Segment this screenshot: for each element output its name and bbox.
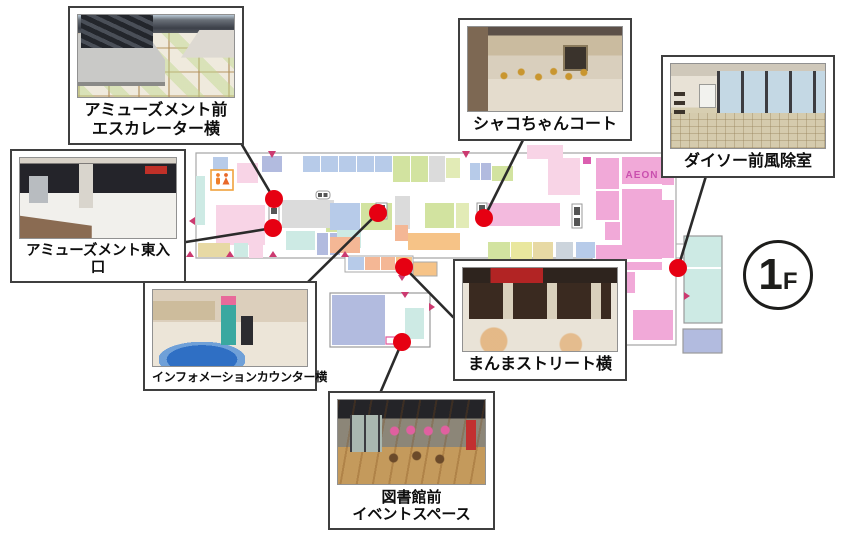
food-counter bbox=[469, 282, 611, 320]
wall-posters bbox=[387, 421, 453, 441]
glass-partition bbox=[349, 415, 383, 453]
camera-dot-escalator bbox=[265, 190, 283, 208]
location-card-manma-street: まんまストリート横 bbox=[453, 259, 627, 381]
entrance-glass-doors bbox=[717, 70, 825, 118]
camera-dot-library bbox=[393, 333, 411, 351]
court-pillar bbox=[468, 27, 489, 111]
floor-carpet bbox=[20, 215, 92, 238]
location-label-shako-court: シャコちゃんコート bbox=[472, 116, 617, 133]
location-photo-escalator bbox=[77, 14, 235, 98]
location-card-shako-court: シャコちゃんコート bbox=[458, 18, 632, 141]
kiosk bbox=[29, 175, 49, 203]
camera-dot-daiso bbox=[669, 259, 687, 277]
storefront-sign bbox=[144, 166, 167, 174]
connector-manma-street bbox=[402, 265, 455, 319]
location-label-manma-street: まんまストリート横 bbox=[467, 356, 612, 373]
location-photo-daiso bbox=[670, 63, 826, 149]
camera-dot-manma-street bbox=[395, 258, 413, 276]
location-photo-manma-street bbox=[462, 267, 618, 352]
event-tables bbox=[382, 447, 459, 469]
vestibule-tile-floor bbox=[671, 112, 825, 148]
restroom-icon bbox=[210, 169, 234, 191]
camera-dot-information bbox=[369, 204, 387, 222]
teal-signboard bbox=[220, 296, 237, 345]
connector-amusement-east bbox=[184, 226, 275, 244]
location-card-escalator: アミューズメント前 エスカレーター横 bbox=[68, 6, 244, 146]
standing-sign bbox=[698, 84, 717, 108]
location-label-amusement-east: アミューズメント東入口 bbox=[26, 243, 170, 276]
location-label-escalator: アミューズメント前 エスカレーター横 bbox=[84, 102, 228, 138]
camera-dots bbox=[264, 190, 687, 351]
location-card-daiso: ダイソー前風除室 bbox=[661, 55, 835, 178]
mall-column bbox=[79, 163, 94, 209]
information-counter bbox=[153, 300, 215, 321]
connector-shako-court bbox=[482, 138, 525, 220]
bench bbox=[674, 89, 685, 115]
location-photo-information bbox=[152, 289, 308, 367]
floor-badge: 1 F bbox=[743, 240, 813, 310]
facility-icons bbox=[268, 190, 583, 229]
food-court-sign-band bbox=[463, 268, 617, 283]
connector-escalator bbox=[236, 136, 276, 201]
location-photo-library bbox=[337, 399, 486, 485]
escalator-steps bbox=[81, 15, 153, 48]
floor-number: 1 bbox=[758, 250, 783, 299]
red-door bbox=[465, 420, 477, 451]
entrance-markers bbox=[186, 151, 690, 311]
location-label-daiso: ダイソー前風除室 bbox=[683, 153, 812, 170]
camera-dot-amusement-east bbox=[264, 219, 282, 237]
aeon-logo-text: AEON bbox=[625, 170, 659, 181]
location-label-library: 図書館前 イベントスペース bbox=[352, 489, 471, 524]
court-chairs bbox=[491, 62, 599, 88]
location-card-library: 図書館前 イベントスペース bbox=[328, 391, 495, 530]
connector-daiso bbox=[676, 174, 708, 270]
location-photo-shako-court bbox=[467, 26, 623, 112]
floor-suffix: F bbox=[782, 268, 798, 295]
connector-lines bbox=[184, 136, 708, 393]
dark-signboard bbox=[240, 315, 254, 345]
location-photo-amusement-east bbox=[19, 157, 177, 239]
camera-dot-shako-court bbox=[475, 209, 493, 227]
location-label-information: インフォメーションカウンター横 bbox=[152, 370, 327, 384]
store-cells bbox=[196, 145, 595, 345]
floor-circle-pattern bbox=[159, 341, 246, 366]
location-card-information: インフォメーションカウンター横 bbox=[143, 281, 327, 391]
escalator-wall bbox=[180, 29, 234, 58]
location-card-amusement-east: アミューズメント東入口 bbox=[10, 149, 186, 283]
connector-information bbox=[306, 211, 380, 284]
